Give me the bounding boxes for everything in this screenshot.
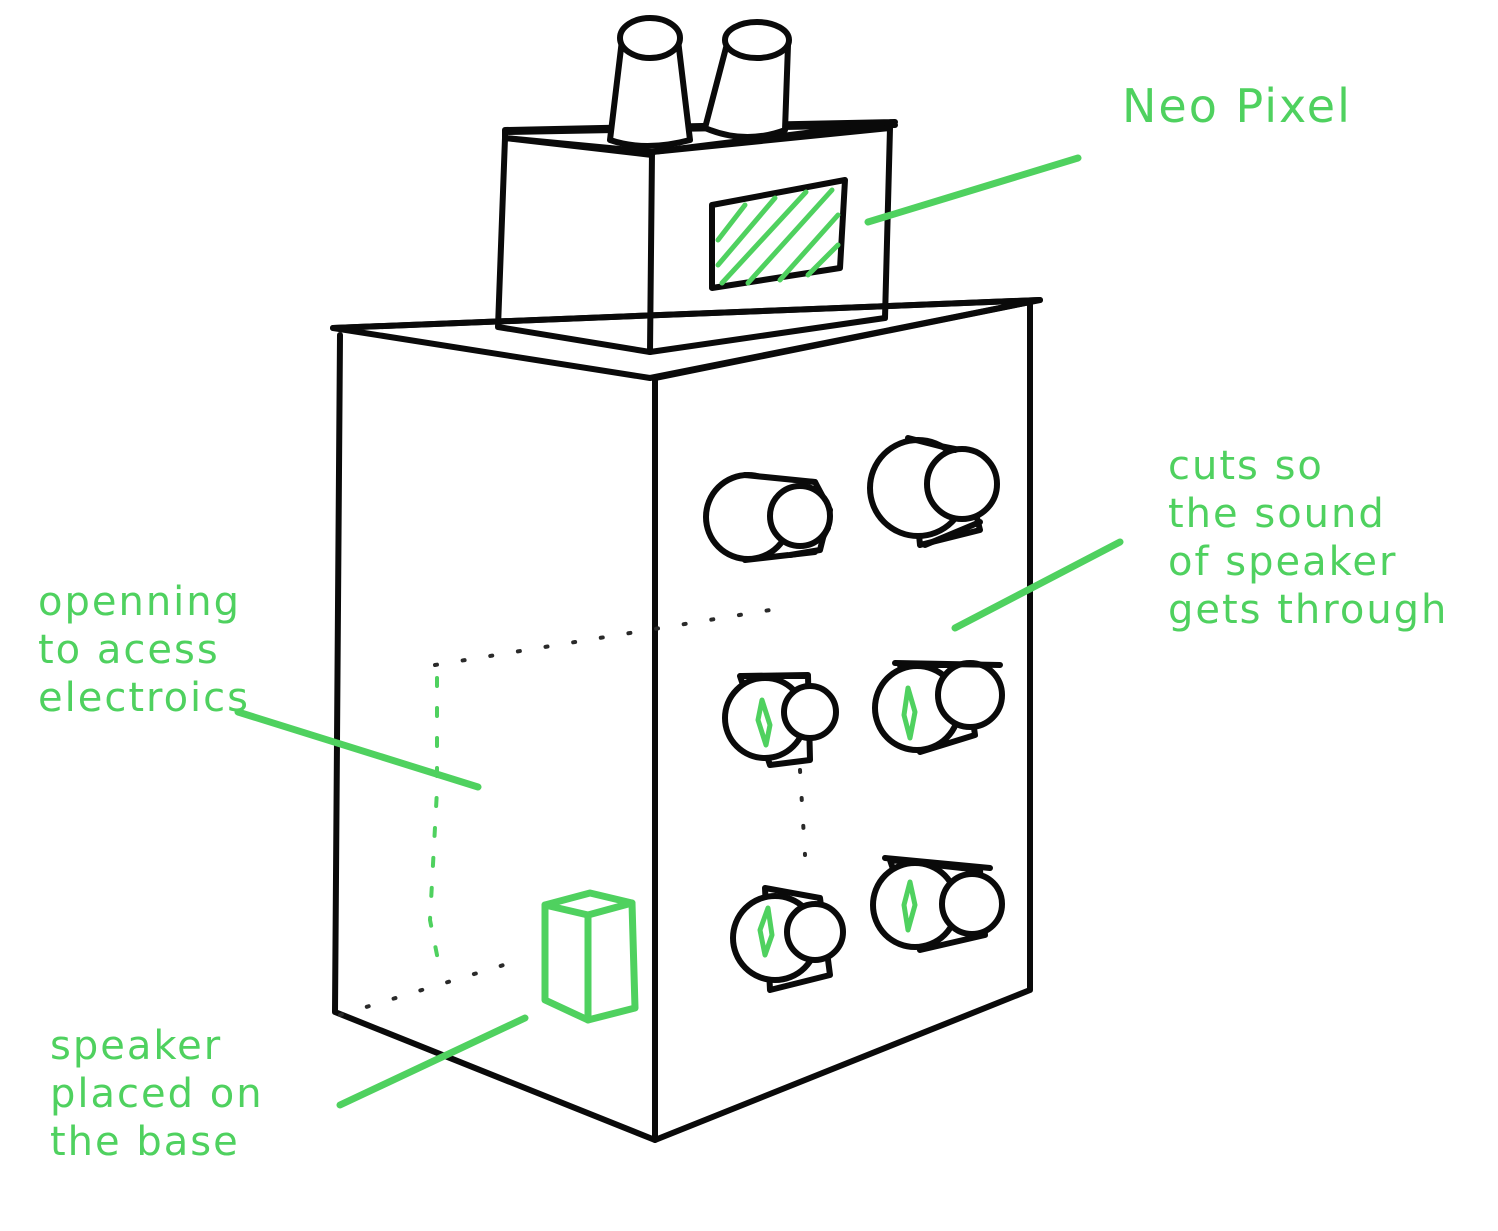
opening-leader <box>234 708 482 791</box>
neo-pixel-label: Neo Pixel <box>1122 79 1352 133</box>
speaker-leader <box>336 1014 529 1109</box>
cuts-leader <box>951 538 1124 632</box>
access-opening-outline <box>338 608 807 1017</box>
speaker-cut-5 <box>730 885 846 993</box>
cup-left <box>607 15 693 149</box>
neo-pixel-window <box>709 177 848 291</box>
speaker-cut-1 <box>703 472 833 563</box>
speaker-cut-3 <box>722 672 839 768</box>
speaker-box <box>541 889 639 1024</box>
speaker-cut-4 <box>872 660 1005 755</box>
cup-right <box>702 19 792 140</box>
speaker-cut-2 <box>867 435 1000 548</box>
opening-label: openning to acess electroics <box>38 579 250 721</box>
speaker-label: speaker placed on the base <box>50 1023 264 1165</box>
cuts-label: cuts so the sound of speaker gets throug… <box>1168 443 1449 633</box>
neo-pixel-leader <box>864 154 1082 226</box>
speaker-cut-6 <box>870 855 1005 953</box>
enclosure-box <box>330 297 1043 1143</box>
